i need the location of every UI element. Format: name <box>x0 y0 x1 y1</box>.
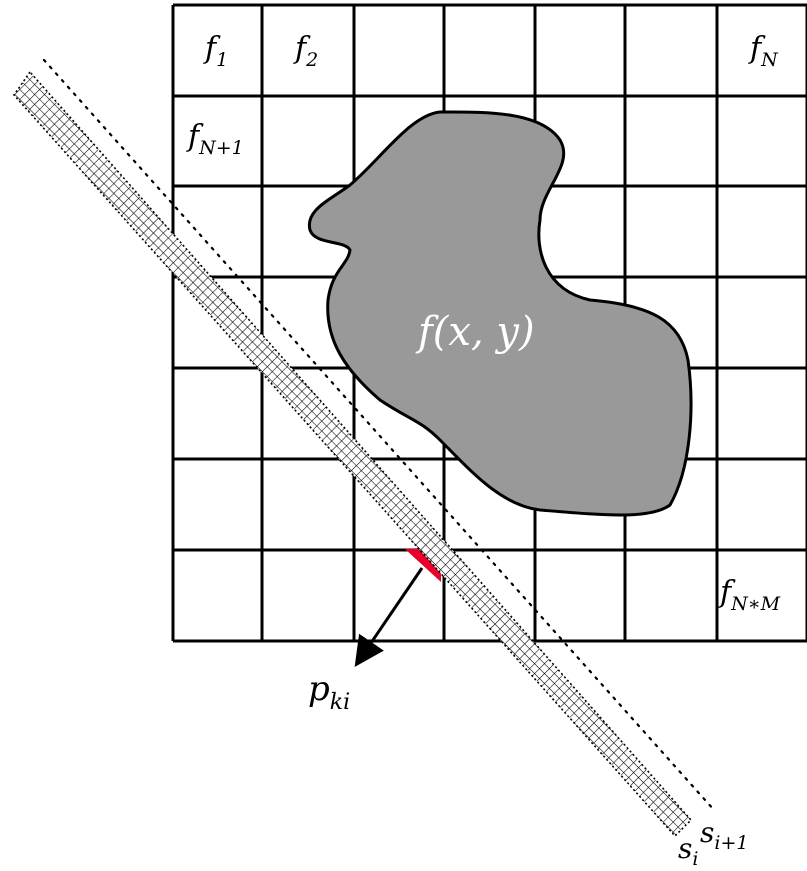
label-f2: f2 <box>293 31 318 71</box>
label-fNM: fN∗M <box>718 575 781 615</box>
label-fN1: fN+1 <box>186 119 244 159</box>
object-region <box>307 110 693 517</box>
pki-arrow <box>354 567 424 667</box>
label-si: si <box>678 832 698 870</box>
label-f1: f1 <box>203 31 228 71</box>
label-pki: pki <box>308 669 350 715</box>
label-fN: fN <box>748 31 779 71</box>
projection-strip-si <box>12 70 693 838</box>
projection-line-si1 <box>42 58 716 812</box>
label-si1: si+1 <box>700 816 748 854</box>
label-object: f(x, y) <box>415 309 535 355</box>
